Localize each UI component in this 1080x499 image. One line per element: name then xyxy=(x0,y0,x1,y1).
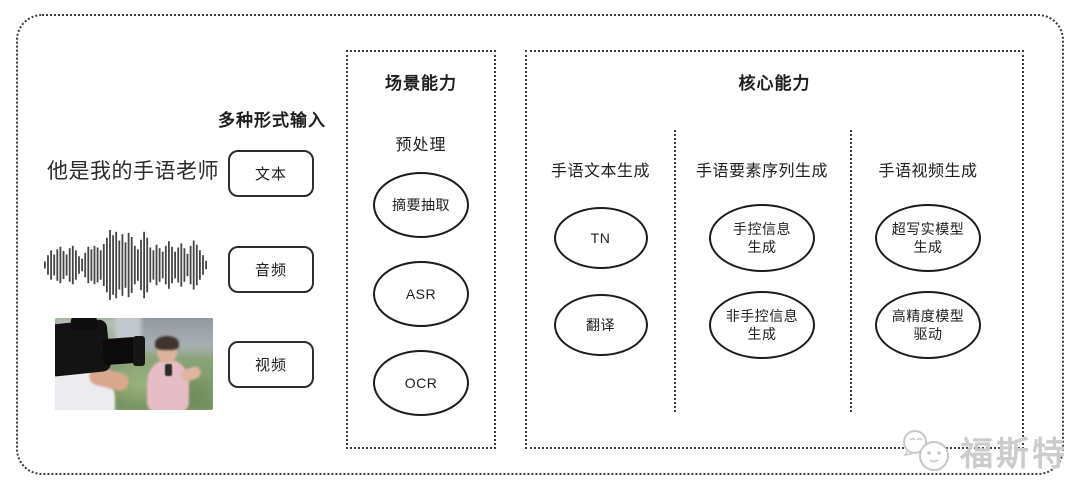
sample-sentence: 他是我的手语老师 xyxy=(47,160,219,183)
column-header: 手语文本生成 xyxy=(550,163,651,180)
column-sign-video-generation: 手语视频生成 超写实模型 生成 高精度模型 驱动 xyxy=(850,52,1006,447)
input-section-title: 多种形式输入 xyxy=(218,111,326,130)
outer-dotted-frame xyxy=(16,14,1064,475)
column-header: 手语视频生成 xyxy=(878,163,978,180)
core-capability-panel: 核心能力 手语文本生成 TN 翻译 手语要素序列生成 手控信息 生成 非手控信息… xyxy=(525,50,1024,449)
node-asr: ASR xyxy=(373,261,469,327)
microphone xyxy=(165,364,172,376)
column-divider xyxy=(674,130,676,412)
input-type-video-box: 视频 xyxy=(228,341,314,388)
mascot-icon xyxy=(903,430,949,471)
scene-panel-title: 场景能力 xyxy=(385,74,457,93)
column-divider xyxy=(850,130,852,412)
node-hyperrealistic-model-generation: 超写实模型 生成 xyxy=(875,204,981,272)
node-manual-info-generation: 手控信息 生成 xyxy=(709,204,815,272)
column-sign-element-sequence-generation: 手语要素序列生成 手控信息 生成 非手控信息 生成 xyxy=(674,52,850,447)
input-type-audio-box: 音频 xyxy=(228,246,314,293)
column-header: 手语要素序列生成 xyxy=(695,163,829,180)
audio-waveform-icon xyxy=(44,230,207,300)
node-non-manual-info-generation: 非手控信息 生成 xyxy=(709,291,815,359)
column-sign-text-generation: 手语文本生成 TN 翻译 xyxy=(527,52,674,447)
video-thumbnail xyxy=(55,318,213,410)
watermark: 福斯特 xyxy=(898,427,1068,475)
node-translation: 翻译 xyxy=(553,294,648,356)
watermark-brand: 福斯特 xyxy=(960,435,1068,472)
reporter-hair xyxy=(155,336,179,350)
input-type-text-box: 文本 xyxy=(228,150,314,197)
camera-lens-hood xyxy=(133,336,145,366)
scene-capability-panel: 场景能力 预处理 摘要抽取 ASR OCR xyxy=(346,50,496,449)
node-tn: TN xyxy=(553,207,648,269)
preprocess-label: 预处理 xyxy=(395,137,447,154)
node-ocr: OCR xyxy=(373,350,469,416)
node-summary-extraction: 摘要抽取 xyxy=(373,172,469,238)
node-high-precision-model-driving: 高精度模型 驱动 xyxy=(875,291,981,359)
core-panel-title: 核心能力 xyxy=(738,74,811,93)
